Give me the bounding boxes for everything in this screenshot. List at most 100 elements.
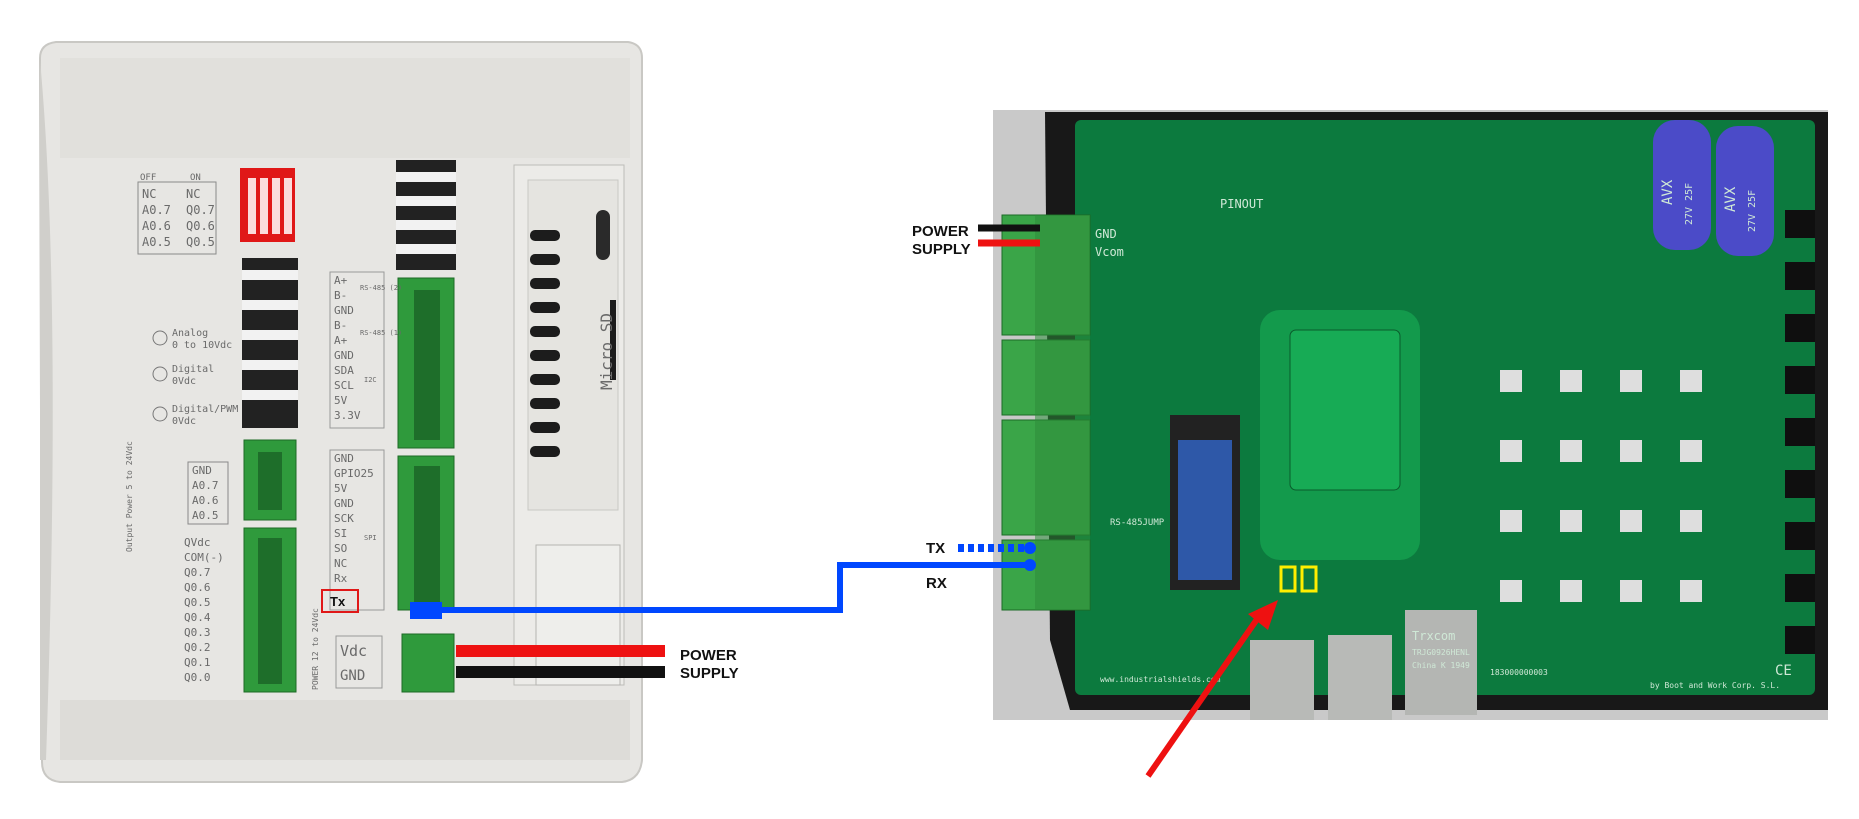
right-edge-connectors (1785, 210, 1815, 654)
output-label: Q0.7 (184, 566, 211, 579)
vdc-label: Vdc (340, 642, 367, 660)
comm-label: GPIO25 (334, 467, 374, 480)
output-label: Q0.6 (184, 581, 211, 594)
dip-off-label: OFF (140, 173, 156, 183)
silk-gnd: GND (1095, 227, 1117, 241)
board-serial: 183000000003 (1490, 668, 1548, 677)
comm-label: GND (334, 452, 354, 465)
cap-value: 27V 25F (1684, 183, 1695, 225)
output-label: Q0.2 (184, 641, 211, 654)
dip-row-text: A0.5 (142, 235, 171, 249)
comm-label: 5V (334, 394, 348, 407)
ethernet-part: TRJG0926HENL (1412, 648, 1470, 657)
plc-bottom-band (60, 700, 630, 760)
micro-sd-label: Micro SD (597, 313, 616, 390)
comm-terminal-top[interactable] (397, 277, 455, 449)
dip-switch-levers (248, 178, 292, 234)
output-label: Q0.0 (184, 671, 211, 684)
ethernet-jack[interactable] (1405, 610, 1477, 715)
spi-tag: SPI (364, 534, 377, 542)
power-range-label: POWER 12 to 24Vdc (311, 608, 320, 690)
rs485-1-tag: RS-485 (1) (360, 329, 402, 337)
legend-digital-pwm-range: 0Vdc (172, 416, 196, 427)
board-maker: by Boot and Work Corp. S.L. (1650, 681, 1780, 690)
comm-label: GND (334, 349, 354, 362)
comm-label: A+ (334, 274, 348, 287)
comm-terminal-bottom[interactable] (397, 455, 455, 611)
comm-label: B- (334, 289, 347, 302)
power-terminal-labels: Vdc GND POWER 12 to 24Vdc (311, 608, 383, 690)
legend-digital-pwm: Digital/PWM (172, 404, 238, 415)
silk-vcom: Vcom (1095, 245, 1124, 259)
dip-table: OFF ON NC NC A0.7 Q0.7 A0.6 Q0.6 A0.5 Q0… (137, 173, 217, 255)
input-label: A0.7 (192, 479, 219, 492)
cap-brand: AVX (1660, 179, 1676, 205)
output-label: COM(-) (184, 551, 224, 564)
dip-row-text: NC (186, 187, 200, 201)
board-tx-label: TX (926, 540, 945, 557)
comm-label: 5V (334, 482, 348, 495)
jumper-highlight-2 (1300, 565, 1318, 593)
supercapacitor-2: AVX 27V 25F (1716, 126, 1774, 256)
comm-label: GND (334, 497, 354, 510)
raspberry-pi-module (1289, 329, 1401, 491)
output-labels: Output Power 5 to 24Vdc QVdc COM(-) Q0.7… (125, 441, 224, 684)
micro-sd-port[interactable] (610, 300, 616, 380)
usb-port-2[interactable] (1328, 635, 1392, 720)
rs485-2-tag: RS-485 (2) (360, 284, 402, 292)
comm-label: A+ (334, 334, 348, 347)
io-module-grid (1500, 370, 1702, 602)
output-terminal[interactable] (243, 527, 297, 693)
micro-sd-slot[interactable] (596, 210, 610, 260)
plc-supply-label: SUPPLY (680, 665, 739, 682)
left-stripe-column (242, 258, 298, 428)
plc-tx-highlight-box (321, 589, 359, 613)
legend-analog: Analog (172, 328, 208, 339)
plc-power-label: POWER (680, 647, 737, 664)
comm-label: 3.3V (334, 409, 361, 422)
power-terminal[interactable] (401, 633, 455, 693)
dip-row-text: NC (142, 187, 156, 201)
legend-analog-range: 0 to 10Vdc (172, 340, 232, 351)
dip-row-text: Q0.6 (186, 219, 215, 233)
comm-label: SCK (334, 512, 354, 525)
usb-port-1[interactable] (1250, 640, 1314, 720)
board-terminal-blocks[interactable] (1001, 214, 1091, 611)
output-label: Q0.1 (184, 656, 211, 669)
middle-stripe-column (396, 160, 456, 270)
sd-holder-window (1178, 440, 1232, 580)
comm-label: SDA (334, 364, 354, 377)
comm-label: SI (334, 527, 347, 540)
dip-row-text: Q0.5 (186, 235, 215, 249)
gnd-label: GND (340, 668, 365, 684)
dip-on-label: ON (190, 173, 201, 183)
board-tx-pin-marker (1024, 542, 1036, 554)
dip-row-text: Q0.7 (186, 203, 215, 217)
analog-input-terminal[interactable] (243, 439, 297, 521)
cap-value: 27V 25F (1747, 190, 1758, 232)
board-rx-label: RX (926, 575, 947, 592)
silk-rs485: RS-485JUMP (1110, 518, 1165, 528)
comm-label: GND (334, 304, 354, 317)
board-power-label: POWER (912, 223, 969, 240)
board-website: www.industrialshields.com (1100, 675, 1221, 684)
plc-device: OFF ON NC NC A0.7 Q0.7 A0.6 Q0.6 A0.5 Q0… (38, 41, 643, 783)
legend-digital-range: 0Vdc (172, 376, 196, 387)
pcb (1075, 120, 1815, 695)
output-label: Q0.4 (184, 611, 211, 624)
ce-mark: CE (1775, 663, 1792, 679)
io-legend: Analog 0 to 10Vdc Digital 0Vdc Digital/P… (152, 328, 238, 427)
ethernet-brand: Trxcom (1412, 629, 1455, 643)
legend-digital: Digital (172, 364, 214, 375)
dip-row-text: A0.7 (142, 203, 171, 217)
pointer-arrow (1145, 600, 1278, 778)
comm-label: Rx (334, 572, 348, 585)
board-rx-pin-marker (1024, 559, 1036, 571)
ethernet-origin: China K 1949 (1412, 661, 1470, 670)
output-label: Q0.5 (184, 596, 211, 609)
input-label: GND (192, 464, 212, 477)
silk-pinout: PINOUT (1220, 197, 1263, 211)
plc-side-shading (40, 60, 53, 760)
input-label: A0.5 (192, 509, 219, 522)
plc-housing (38, 41, 643, 783)
